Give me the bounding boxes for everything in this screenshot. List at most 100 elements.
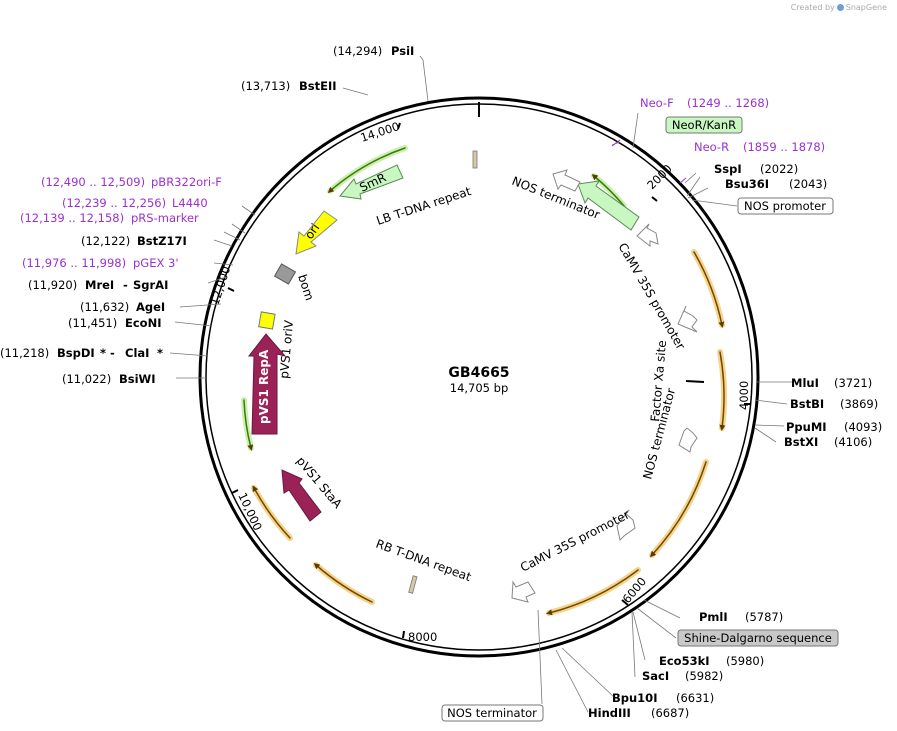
plasmid-name: GB4665 bbox=[448, 365, 509, 381]
enzyme-labels-left: (14,294) PsiI (13,713) BstEII (12,490 ..… bbox=[0, 44, 414, 386]
neo-f-mark bbox=[611, 139, 621, 147]
bsu36i-name: Bsu36I bbox=[725, 177, 769, 191]
nos-terminator-label: NOS terminator bbox=[447, 706, 537, 720]
bsiwi-pos: (11,022) bbox=[62, 372, 111, 386]
sspi-name: SspI bbox=[714, 162, 742, 176]
bom-box bbox=[273, 263, 297, 285]
bstxi-pos: (4106) bbox=[834, 435, 872, 449]
smr-label: SmR bbox=[357, 170, 388, 194]
orf-arrows bbox=[251, 249, 727, 616]
pbr-name: pBR322ori-F bbox=[151, 175, 222, 189]
mlui-name: MluI bbox=[791, 376, 819, 390]
psii-name: PsiI bbox=[391, 44, 414, 58]
nos-promoter-label: NOS promoter bbox=[744, 199, 826, 213]
svg-text:-: - bbox=[123, 278, 128, 292]
ori-arrow bbox=[295, 210, 338, 255]
mrei-pos: (11,920) bbox=[28, 278, 77, 292]
l4440-name: L4440 bbox=[172, 196, 208, 210]
shine-dalgarno-tag: Shine-Dalgarno sequence bbox=[677, 629, 839, 647]
nos-promoter-tag: NOS promoter bbox=[737, 197, 834, 215]
staa-arrow bbox=[281, 469, 322, 522]
psii-pos: (14,294) bbox=[333, 44, 382, 58]
neo-f-range: (1249 .. 1268) bbox=[687, 96, 769, 110]
camv-arrow-1 bbox=[677, 305, 698, 333]
factor-xa-mark bbox=[685, 380, 705, 383]
tick-2000: 2000 bbox=[644, 162, 675, 193]
neo-f-name: Neo-F bbox=[640, 96, 674, 110]
repa-arrow bbox=[247, 333, 287, 435]
hindiii-pos: (6687) bbox=[651, 706, 689, 720]
shine-dalgarno-label: Shine-Dalgarno sequence bbox=[684, 631, 832, 645]
bstxi-name: BstXI bbox=[784, 435, 818, 449]
camv-label-2: CaMV 35S promoter bbox=[518, 507, 632, 574]
econi-pos: (11,451) bbox=[68, 316, 117, 330]
neo-r-mark bbox=[679, 177, 687, 184]
nos-term-arrow-3 bbox=[511, 580, 536, 603]
prs-name: pRS-marker bbox=[131, 211, 199, 225]
bstz17i-name: BstZ17I bbox=[137, 234, 187, 248]
backbone-outer bbox=[198, 96, 760, 658]
ppumi-pos: (4093) bbox=[844, 420, 882, 434]
lb-repeat-label: LB T-DNA repeat bbox=[375, 184, 473, 228]
bstz17i-pos: (12,122) bbox=[81, 234, 130, 248]
mlui-pos: (3721) bbox=[834, 376, 872, 390]
prs-range: (12,139 .. 12,158) bbox=[20, 211, 124, 225]
neo-r-range: (1859 .. 1878) bbox=[743, 140, 825, 154]
bstbi-pos: (3869) bbox=[840, 397, 878, 411]
plasmid-length: 14,705 bp bbox=[450, 381, 509, 395]
tick-4000: 4000 bbox=[737, 381, 751, 410]
neokan-label: NeoR/KanR bbox=[672, 118, 736, 132]
neor-kanr-arrow bbox=[577, 180, 640, 231]
oriv-box bbox=[258, 311, 276, 330]
pmli-pos: (5787) bbox=[745, 610, 783, 624]
pgex-name: pGEX 3' bbox=[133, 256, 179, 270]
enzyme-labels-right: Neo-F (1249 .. 1268) Neo-R (1859 .. 1878… bbox=[588, 96, 882, 720]
l4440-range: (12,239 .. 12,256) bbox=[62, 196, 166, 210]
pbr-range: (12,490 .. 12,509) bbox=[41, 175, 145, 189]
eco53ki-pos: (5980) bbox=[726, 654, 764, 668]
repa-label: pVS1 RepA bbox=[257, 349, 271, 424]
bstbi-name: BstBI bbox=[790, 397, 824, 411]
ppumi-name: PpuMI bbox=[786, 420, 827, 434]
snapgene-logo-icon bbox=[836, 4, 844, 11]
nos-term-arrow-1 bbox=[552, 169, 581, 192]
bspdi-name: BspDI bbox=[57, 346, 95, 360]
oriv-label: pVS1 oriV bbox=[277, 319, 296, 379]
hindiii-name: HindIII bbox=[588, 706, 631, 720]
rb-repeat-box bbox=[408, 575, 418, 594]
camv-label-1: CaMV 35S promoter bbox=[615, 241, 687, 352]
green-arcs bbox=[241, 145, 627, 451]
bsiwi-name: BsiWI bbox=[119, 372, 156, 386]
saci-pos: (5982) bbox=[685, 669, 723, 683]
tick-8000: 8000 bbox=[408, 630, 437, 644]
leader-lines bbox=[169, 55, 792, 713]
clai-name: ClaI bbox=[125, 346, 149, 360]
agei-name: AgeI bbox=[136, 300, 165, 314]
svg-text:* -: * - bbox=[100, 346, 115, 360]
neo-r-name: Neo-R bbox=[694, 140, 729, 154]
agei-pos: (11,632) bbox=[80, 300, 129, 314]
lb-repeat-box bbox=[472, 150, 478, 169]
bsteii-pos: (13,713) bbox=[241, 79, 290, 93]
eco53ki-name: Eco53kI bbox=[659, 654, 710, 668]
nos-terminator-tag: NOS terminator bbox=[441, 704, 544, 722]
svg-text:*: * bbox=[157, 346, 163, 360]
smr-arrow bbox=[339, 164, 404, 200]
pmli-name: PmlI bbox=[699, 610, 728, 624]
rb-repeat-label: RB T-DNA repeat bbox=[374, 537, 473, 585]
hollow-arrows bbox=[511, 169, 698, 603]
sgrai-name: SgrAI bbox=[133, 278, 168, 292]
neokan-tag: NeoR/KanR bbox=[665, 116, 743, 134]
nos-promoter-arrow bbox=[636, 223, 659, 248]
tick-12000: 12,000 bbox=[208, 264, 234, 307]
sspi-pos: (2022) bbox=[760, 162, 798, 176]
saci-name: SacI bbox=[642, 669, 669, 683]
bom-label: bom bbox=[295, 273, 317, 303]
mrei-name: MreI bbox=[85, 278, 114, 292]
bpu10i-pos: (6631) bbox=[676, 691, 714, 705]
econi-name: EcoNI bbox=[125, 316, 161, 330]
bspdi-pos: (11,218) bbox=[0, 346, 49, 360]
nos-term-arrow-2 bbox=[678, 427, 698, 453]
